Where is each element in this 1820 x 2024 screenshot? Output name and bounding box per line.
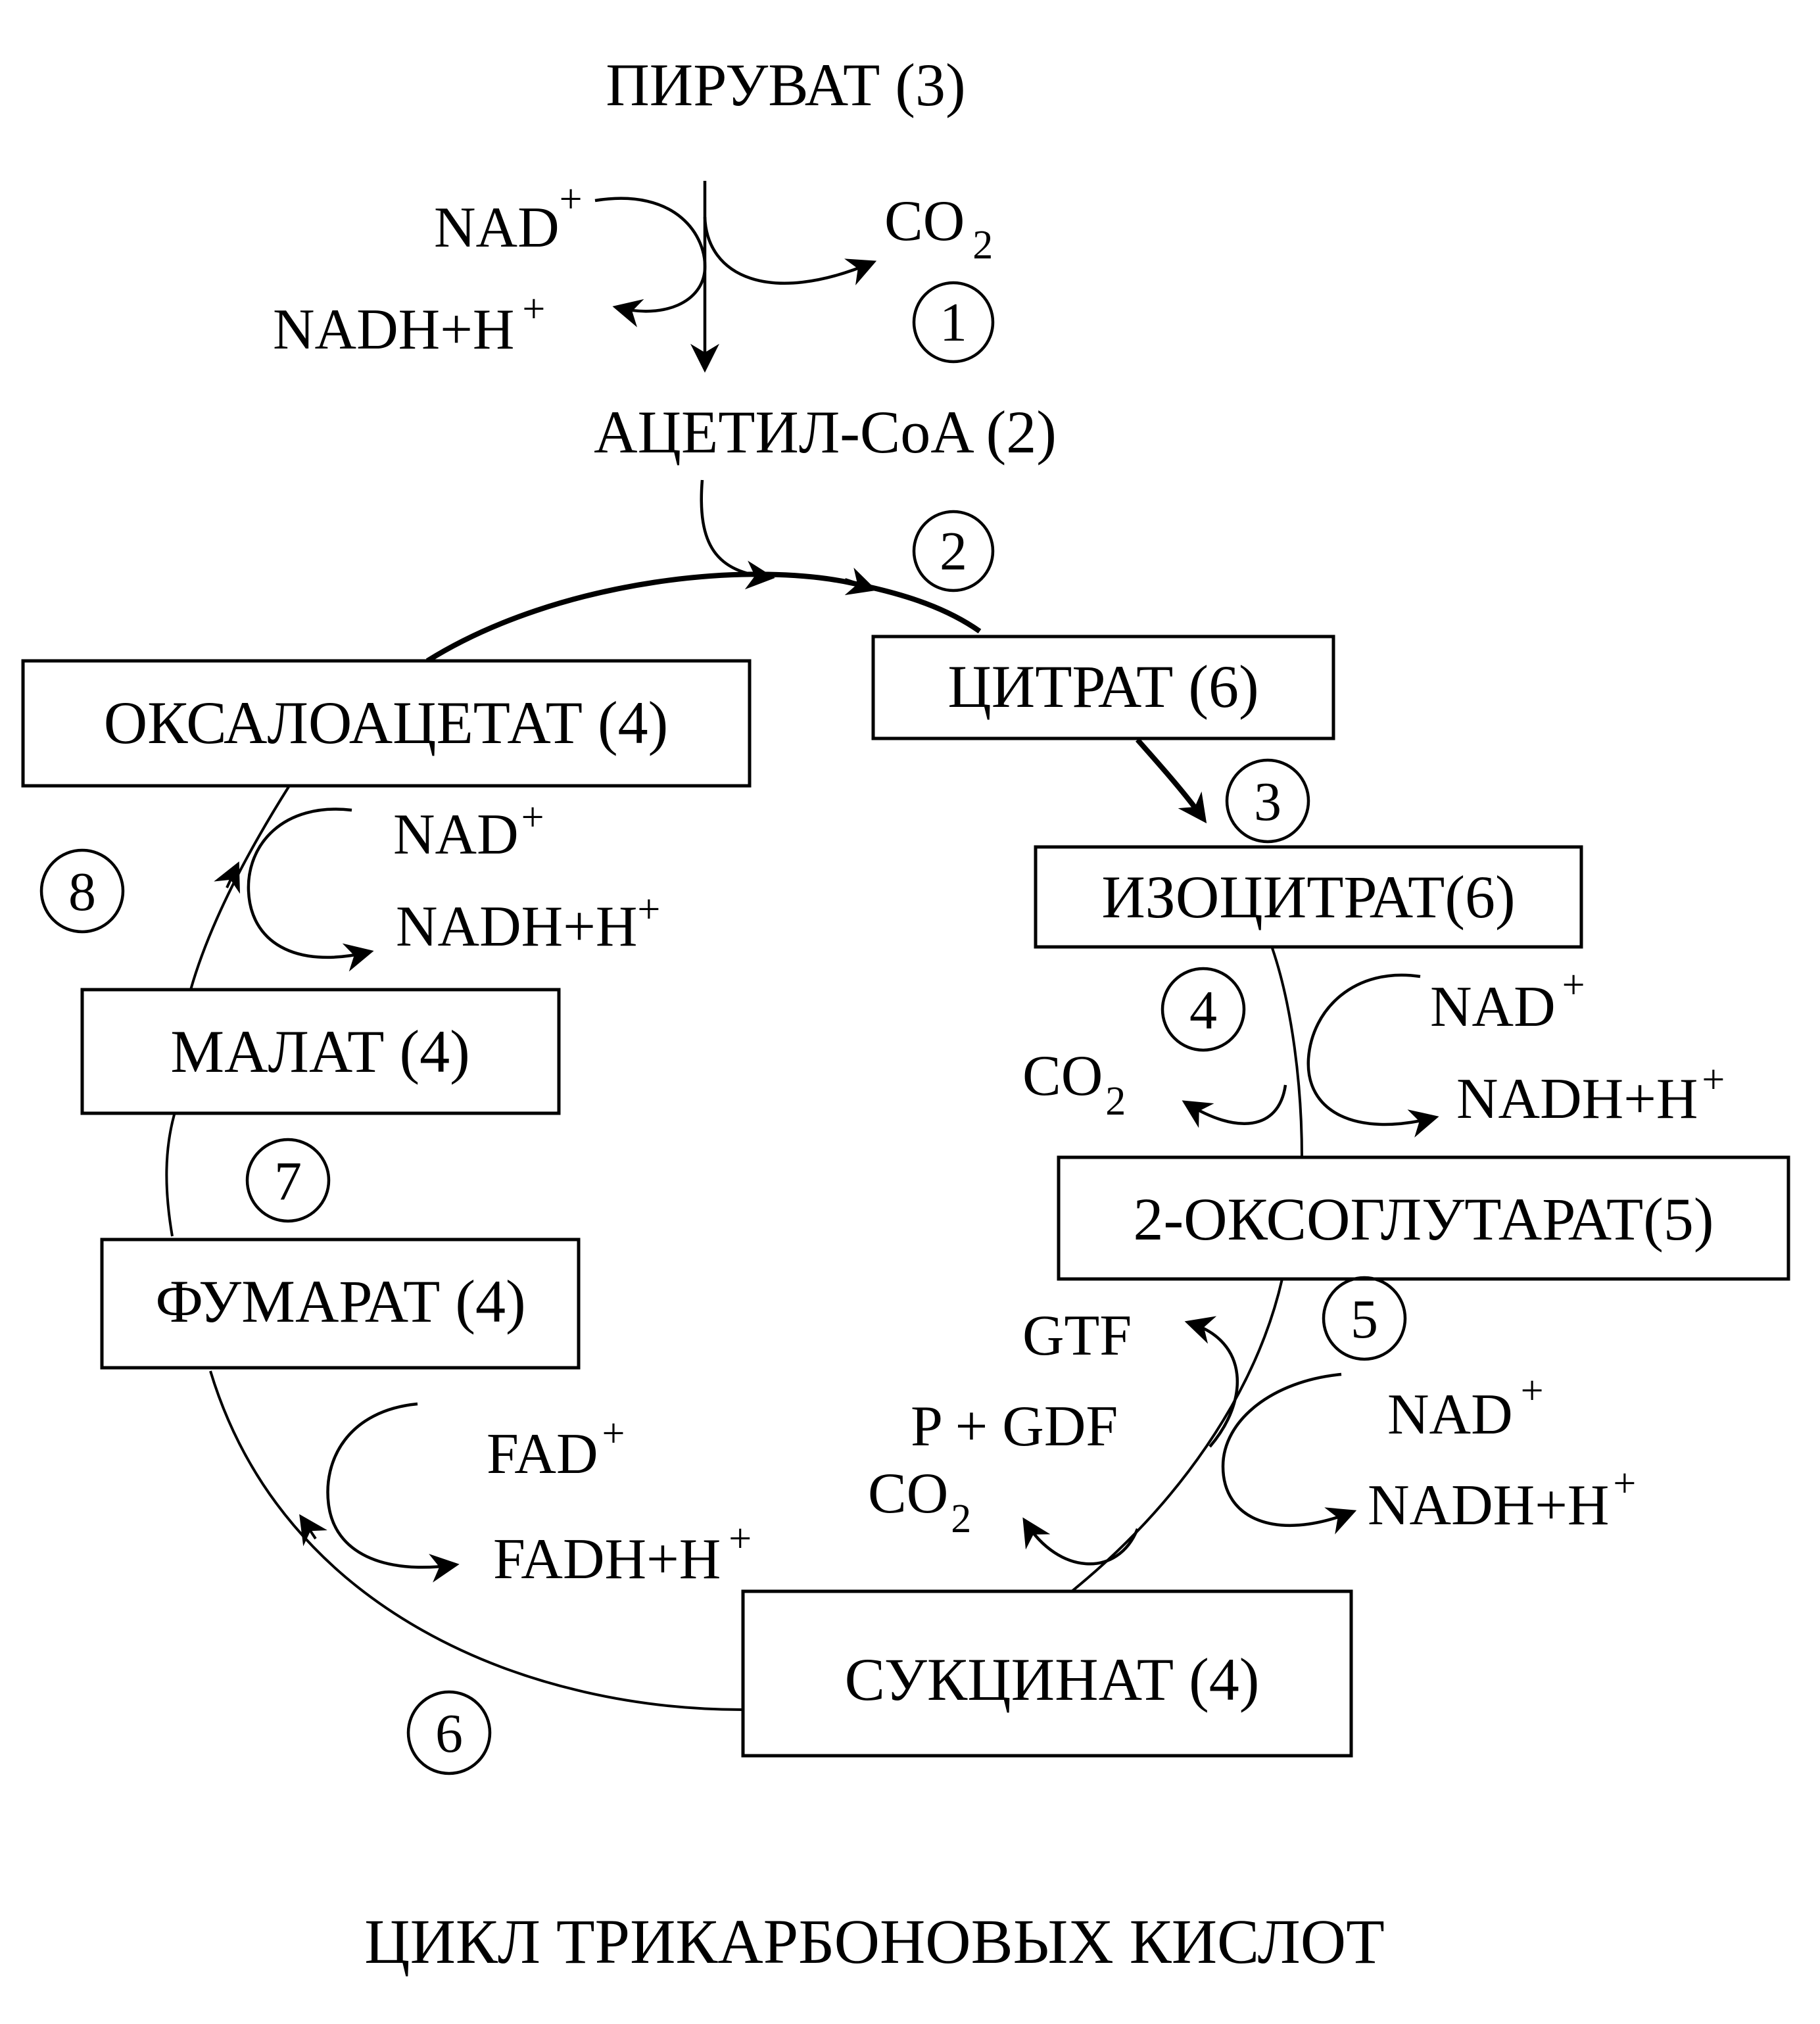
svg-text:2: 2	[940, 521, 967, 582]
acetyl-coa-label: АЦЕТИЛ-CoA (2)	[594, 398, 1057, 466]
step4-nad-label: NAD+	[1430, 963, 1585, 1039]
step5-pgdf-label: P + GDF	[911, 1395, 1118, 1458]
svg-text:3: 3	[1254, 771, 1281, 832]
step-number-6: 6	[406, 1690, 492, 1775]
svg-text:1: 1	[940, 292, 967, 353]
step-number-8: 8	[39, 848, 125, 934]
step5-nad-label: NAD+	[1387, 1368, 1544, 1447]
box-fumarate: ФУМАРАТ (4)	[100, 1238, 581, 1370]
svg-text:6: 6	[435, 1703, 463, 1764]
cycle-arrowhead-top	[844, 567, 877, 596]
svg-text:ФУМАРАТ (4): ФУМАРАТ (4)	[155, 1268, 525, 1335]
pyruvate-label: ПИРУВАТ (3)	[606, 51, 965, 118]
svg-text:7: 7	[274, 1151, 302, 1212]
step-number-2: 2	[912, 510, 995, 592]
step4-co2-label: CO2	[1022, 1044, 1126, 1124]
step6-fad-arrow	[326, 1402, 460, 1583]
step1-co2-arrow	[703, 216, 877, 285]
step5-nadh-label: NADH+H+	[1368, 1461, 1636, 1537]
step5-gtf-arrow	[1184, 1316, 1239, 1448]
box-oxaloacetate: ОКСАЛОАЦЕТАТ (4)	[21, 659, 752, 788]
box-malate: МАЛАТ (4)	[80, 988, 561, 1115]
acetyl-feed-arrow	[700, 479, 775, 590]
cycle-arc-fumarate-malate	[165, 1114, 176, 1237]
cycle-arc-isocitrate-oxoglutarate	[1271, 948, 1303, 1158]
cycle-arc-citrate-isocitrate	[1136, 738, 1207, 824]
step4-nadh-label: NADH+H+	[1456, 1057, 1725, 1131]
step8-nad-label: NAD+	[393, 795, 544, 867]
cycle-arrowhead-oxaloacetate	[214, 861, 240, 894]
svg-text:МАЛАТ (4): МАЛАТ (4)	[170, 1018, 469, 1085]
box-succinate: СУКЦИНАТ (4)	[741, 1589, 1353, 1758]
svg-text:8: 8	[68, 861, 96, 923]
step5-nad-arrow	[1221, 1372, 1357, 1535]
cycle-arc-succinate-fumarate	[209, 1370, 744, 1711]
svg-text:ЦИТРАТ (6): ЦИТРАТ (6)	[947, 653, 1258, 720]
step6-fadh-label: FADH+H+	[493, 1516, 752, 1591]
step8-nadh-label: NADH+H+	[396, 887, 660, 959]
step-number-5: 5	[1322, 1276, 1407, 1361]
svg-text:5: 5	[1351, 1289, 1378, 1350]
step-number-1: 1	[912, 281, 995, 364]
step5-co2-label: CO2	[868, 1462, 971, 1541]
cycle-arc-malate-oxaloacetate	[189, 784, 291, 990]
step6-fad-label: FAD+	[487, 1411, 625, 1486]
step1-nad-arrow	[594, 197, 707, 327]
step1-nad-label: NAD+	[434, 177, 583, 260]
diagram-title: ЦИКЛ ТРИКАРБОНОВЫХ КИСЛОТ	[364, 1906, 1385, 1977]
cycle-arc-oxoglutarate-succinate	[1070, 1278, 1283, 1593]
step4-nad-arrow	[1306, 973, 1439, 1138]
cycle-arrowhead-fumarate	[299, 1514, 327, 1547]
step1-nadh-label: NADH+H+	[273, 287, 545, 362]
svg-text:СУКЦИНАТ (4): СУКЦИНАТ (4)	[845, 1646, 1260, 1713]
cycle-arc-oxaloacetate-citrate	[425, 571, 982, 663]
step-number-4: 4	[1161, 967, 1246, 1052]
box-isocitrate: ИЗОЦИТРАТ(6)	[1034, 845, 1583, 949]
svg-text:ИЗОЦИТРАТ(6): ИЗОЦИТРАТ(6)	[1101, 863, 1515, 930]
box-oxoglutarate: 2-ОКСОГЛУТАРАТ(5)	[1057, 1155, 1790, 1281]
box-citrate: ЦИТРАТ (6)	[871, 635, 1335, 740]
step5-gtf-label: GTF	[1022, 1304, 1132, 1368]
step8-nad-arrow	[247, 807, 374, 972]
step-number-7: 7	[245, 1138, 331, 1223]
step4-co2-arrow	[1182, 1084, 1287, 1128]
svg-text:ОКСАЛОАЦЕТАТ (4): ОКСАЛОАЦЕТАТ (4)	[104, 689, 669, 756]
step-number-3: 3	[1225, 758, 1310, 844]
svg-text:4: 4	[1189, 980, 1217, 1041]
step5-co2-arrow	[1022, 1517, 1139, 1566]
svg-text:2-ОКСОГЛУТАРАТ(5): 2-ОКСОГЛУТАРАТ(5)	[1133, 1186, 1713, 1253]
